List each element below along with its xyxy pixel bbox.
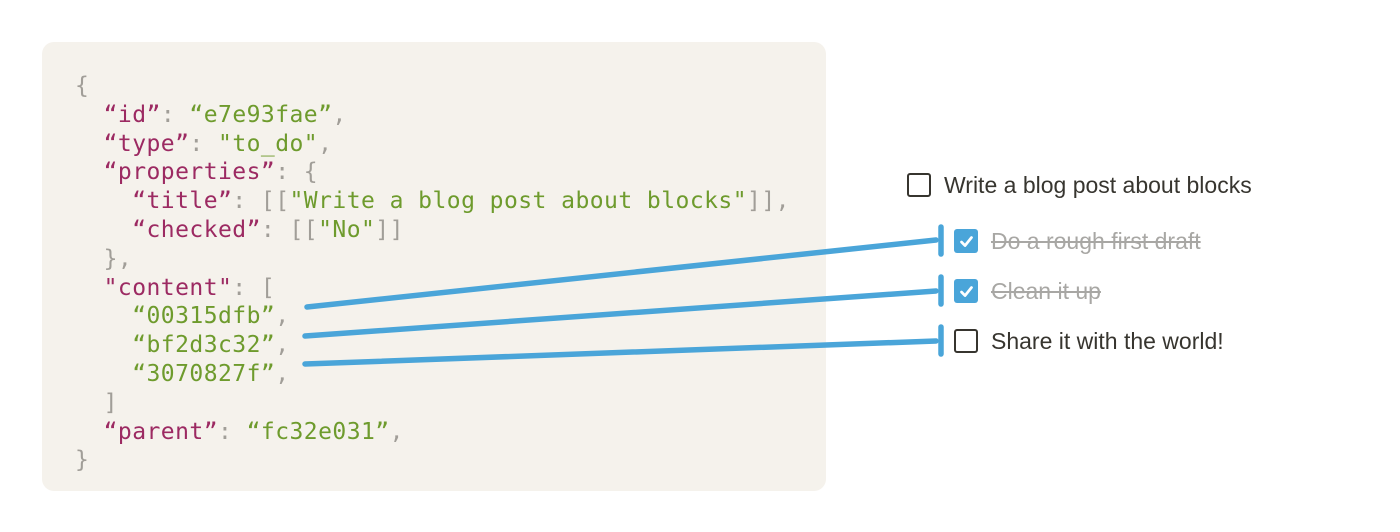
code-token: “type”	[103, 130, 190, 157]
code-token	[75, 188, 132, 214]
code-token: ]	[75, 389, 118, 416]
code-line: "content": [	[75, 274, 790, 303]
checkbox-checked[interactable]	[954, 229, 978, 253]
code-line: “checked”: [["No"]]	[75, 216, 790, 245]
code-token	[75, 217, 132, 243]
code-token: ,	[332, 101, 347, 128]
code-line: “title”: [["Write a blog post about bloc…	[75, 187, 790, 216]
checkbox-unchecked[interactable]	[954, 329, 978, 353]
code-token: ]],	[747, 188, 790, 215]
code-token: }	[75, 447, 90, 474]
checkbox-unchecked[interactable]	[907, 173, 931, 197]
code-token: “id”	[103, 101, 161, 128]
code-token: ,	[275, 303, 290, 330]
json-code-panel: { “id”: “e7e93fae”, “type”: "to_do", “pr…	[42, 42, 826, 491]
todo-label: Write a blog post about blocks	[944, 171, 1252, 198]
todo-item: Do a rough first draft	[954, 227, 1201, 255]
code-token	[75, 419, 104, 445]
code-token: “3070827f”	[132, 360, 276, 387]
code-token	[75, 131, 104, 157]
code-token: “checked”	[132, 216, 261, 243]
code-line: “00315dfb”,	[75, 302, 790, 331]
code-line: “parent”: “fc32e031”,	[75, 418, 790, 447]
code-token: : [[	[260, 216, 319, 243]
code-token: : [	[232, 274, 276, 301]
code-token: “e7e93fae”	[189, 101, 333, 128]
code-token: "No"	[318, 216, 376, 243]
code-line: },	[75, 245, 790, 274]
code-token: “title”	[132, 188, 233, 215]
code-token: "Write a blog post about blocks"	[289, 188, 748, 215]
code-token: “fc32e031”	[246, 418, 390, 445]
code-token: ,	[389, 418, 404, 445]
code-token: },	[75, 245, 133, 272]
checkmark-icon	[959, 235, 973, 247]
code-token	[75, 303, 132, 329]
code-line: }	[75, 446, 790, 475]
code-line: “type”: "to_do",	[75, 130, 790, 159]
code-line: “3070827f”,	[75, 360, 790, 389]
code-token: “properties”	[103, 159, 276, 186]
code-token: "content"	[103, 274, 233, 301]
checkbox-checked[interactable]	[954, 279, 978, 303]
code-token: ,	[275, 360, 290, 387]
code-token	[75, 159, 104, 185]
todo-item: Share it with the world!	[954, 327, 1224, 355]
code-token	[75, 361, 132, 387]
code-line: ]	[75, 389, 790, 418]
todo-label: Share it with the world!	[991, 327, 1224, 354]
code-token: "to_do"	[218, 130, 319, 157]
code-line: {	[75, 72, 790, 101]
code-token: {	[75, 73, 90, 99]
code-token: ,	[275, 332, 290, 359]
code-token: : {	[275, 159, 319, 186]
code-token: :	[218, 418, 247, 445]
code-token: “00315dfb”	[132, 303, 276, 330]
code-token	[75, 102, 104, 128]
todo-label: Do a rough first draft	[991, 227, 1201, 254]
code-token: :	[189, 130, 219, 157]
code-line: “bf2d3c32”,	[75, 331, 790, 360]
code-token	[75, 275, 104, 301]
checkmark-icon	[959, 285, 973, 297]
code-token: “bf2d3c32”	[132, 332, 276, 359]
code-line: “properties”: {	[75, 158, 790, 187]
code-token	[75, 332, 132, 358]
json-code-block: { “id”: “e7e93fae”, “type”: "to_do", “pr…	[75, 72, 790, 475]
code-token: : [[	[232, 188, 290, 215]
code-token: :	[160, 101, 190, 128]
code-line: “id”: “e7e93fae”,	[75, 101, 790, 130]
todo-label: Clean it up	[991, 277, 1101, 304]
code-token: ,	[318, 130, 333, 157]
code-token: ]]	[375, 216, 404, 243]
todo-item: Write a blog post about blocks	[907, 171, 1252, 199]
todo-item: Clean it up	[954, 277, 1101, 305]
code-token: “parent”	[103, 418, 218, 445]
